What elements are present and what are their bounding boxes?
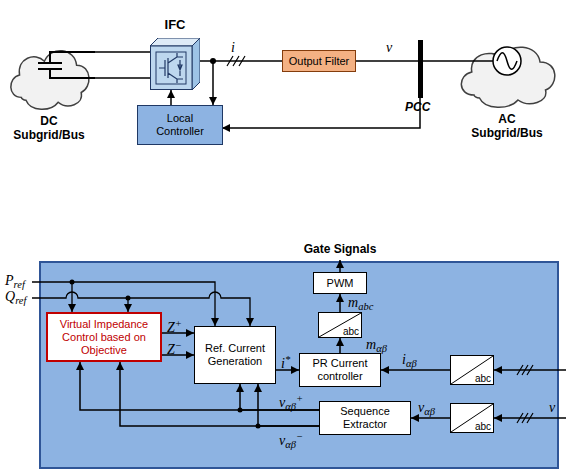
cloud-shape	[452, 30, 562, 110]
output-label: Gate Signals	[304, 242, 377, 256]
diagonal-line	[451, 356, 493, 384]
frame-label: abc	[475, 421, 491, 432]
connector	[170, 90, 172, 105]
signal-name: mabc	[348, 295, 373, 314]
process-box: Sequence Extractor	[319, 401, 411, 435]
signal-name: mαβ	[366, 337, 387, 356]
box-label: Output Filter	[289, 55, 350, 68]
signal-name: vαβ−	[279, 429, 303, 452]
converter-box: IFC	[150, 38, 200, 90]
frame-label: abc	[343, 326, 359, 337]
box-text: Ref. Current Generation	[199, 342, 271, 368]
signal-name: vαβ+	[279, 391, 303, 414]
impedance-control-box: Virtual Impedance Control based on Objec…	[46, 312, 162, 362]
signal-name: Z−	[167, 338, 182, 357]
box-label: Ref. Current Generation	[199, 342, 271, 368]
three-phase-mark	[517, 413, 533, 423]
pcc-bus-bar	[418, 40, 423, 98]
connector	[162, 354, 194, 356]
signal-name: i	[231, 40, 235, 55]
converter-label: IFC	[130, 17, 220, 32]
current-sense-wire	[212, 61, 214, 105]
box-text: Virtual Impedance Control based on Objec…	[52, 318, 156, 357]
connector	[95, 51, 150, 53]
connector	[258, 384, 319, 426]
sine-symbol	[497, 53, 517, 70]
diagonal-line	[451, 404, 493, 432]
cloud-outline	[461, 47, 554, 107]
box-label: Local Controller	[142, 112, 218, 138]
transform-box: abc	[450, 355, 494, 385]
ac-source-symbol	[493, 47, 521, 75]
box-label: Sequence Extractor	[324, 405, 406, 431]
process-box: Ref. Current Generation	[194, 326, 276, 384]
subgrid-label: DC Subgrid/Bus	[13, 114, 85, 142]
box-text: Sequence Extractor	[324, 405, 406, 431]
subgrid-label: AC Subgrid/Bus	[471, 112, 543, 140]
transform-box: abc	[450, 403, 494, 433]
capacitor-symbol	[38, 52, 95, 78]
signal-name: v	[549, 400, 555, 415]
pwm-box: PWM	[313, 272, 367, 294]
junction-dot	[70, 280, 75, 285]
controller-panel	[40, 262, 558, 468]
connector	[381, 369, 450, 371]
connector	[95, 77, 150, 79]
dc-subgrid-cloud: DC Subgrid/Bus	[3, 34, 95, 142]
gate-signal-arrow	[339, 260, 341, 272]
bus-label: PCC	[405, 100, 430, 114]
signal-name: v	[386, 40, 392, 55]
connector	[200, 60, 282, 62]
connector	[276, 369, 299, 371]
connector	[339, 294, 341, 312]
signal-name: Qref	[5, 289, 26, 308]
cloud-shape	[3, 34, 95, 112]
box-label: PR Current controller	[304, 357, 376, 383]
voltage-sense-wire	[222, 98, 420, 128]
connector	[356, 60, 452, 62]
box-label: PWM	[327, 277, 354, 290]
ac-subgrid-cloud: AC Subgrid/Bus	[452, 30, 562, 140]
connector	[240, 384, 319, 410]
switch-frame	[156, 52, 186, 84]
igbt-symbol	[159, 53, 183, 83]
connector	[162, 332, 194, 334]
signal-name: i*	[281, 352, 290, 371]
controller-box: Local Controller	[137, 105, 223, 145]
filter-box: Output Filter	[282, 50, 356, 72]
source-lead	[452, 60, 493, 62]
process-box: PR Current controller	[299, 353, 381, 387]
box-label: Virtual Impedance Control based on Objec…	[52, 318, 156, 357]
signal-name: iαβ	[402, 352, 417, 371]
signal-name: vαβ	[418, 400, 435, 419]
p-ref-branch	[71, 282, 72, 312]
box-front	[151, 46, 193, 90]
box-side	[192, 38, 200, 90]
connector	[339, 338, 341, 353]
frame-label: abc	[475, 373, 491, 384]
converter-block	[150, 38, 200, 90]
three-phase-mark	[517, 365, 533, 375]
box-text: PR Current controller	[304, 357, 376, 383]
diagonal-line	[319, 313, 361, 337]
signal-name: Z+	[167, 316, 182, 335]
box-text: Output Filter	[289, 55, 350, 68]
box-text: Local Controller	[142, 112, 218, 138]
transform-box: abc	[318, 312, 362, 338]
connector	[411, 417, 450, 419]
junction-dot	[126, 296, 131, 301]
box-text: PWM	[327, 277, 354, 290]
